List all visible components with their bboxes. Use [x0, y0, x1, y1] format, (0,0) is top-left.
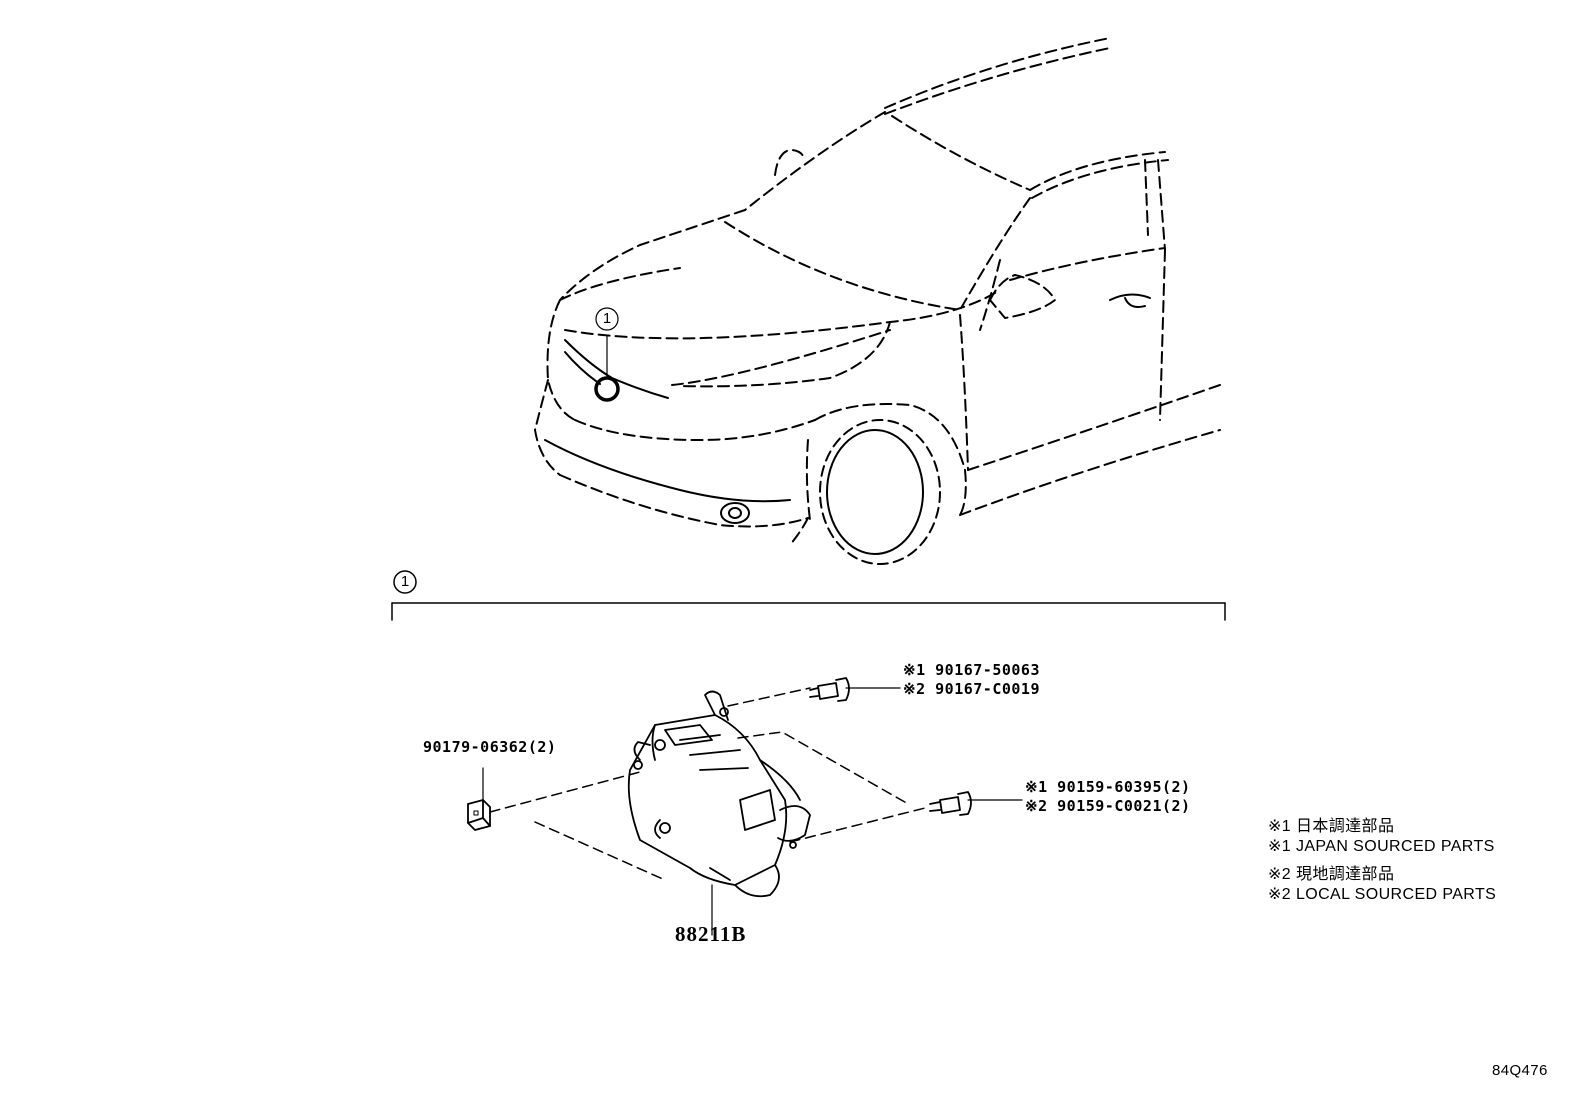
legend-line-local-jp: ※2 現地調達部品: [1268, 866, 1395, 883]
part-label-bolt-right-local: ※2 90159-C0021(2): [1025, 797, 1191, 815]
bolt-right-drawing: [929, 791, 1023, 816]
car-callout-number: 1: [602, 310, 612, 327]
sensor-module-drawing: [627, 690, 811, 936]
part-label-bolt-right-japan: ※1 90159-60395(2): [1025, 778, 1191, 796]
part-label-clip-nut: 90179-06362(2): [423, 738, 557, 756]
section-bracket: [391, 570, 1226, 621]
part-label-bolt-top-local: ※2 90167-C0019: [903, 680, 1040, 698]
mounting-guide-lines: [489, 687, 926, 881]
part-label-bolt-top-japan: ※1 90167-50063: [903, 661, 1040, 679]
legend-line-japan-jp: ※1 日本調達部品: [1268, 818, 1395, 835]
legend-line-local-en: ※2 LOCAL SOURCED PARTS: [1268, 886, 1497, 903]
part-label-sensor-module: 88211B: [675, 922, 747, 946]
legend-line-japan-en: ※1 JAPAN SOURCED PARTS: [1268, 838, 1495, 855]
diagram-code: 84Q476: [1492, 1062, 1548, 1079]
sensor-location-marker: [594, 376, 620, 402]
clip-nut-drawing: [467, 767, 491, 831]
vehicle-outline: [534, 37, 1221, 546]
bolt-top-drawing: [809, 677, 901, 702]
section-callout-number: 1: [400, 573, 410, 590]
front-wheel: [819, 419, 941, 565]
